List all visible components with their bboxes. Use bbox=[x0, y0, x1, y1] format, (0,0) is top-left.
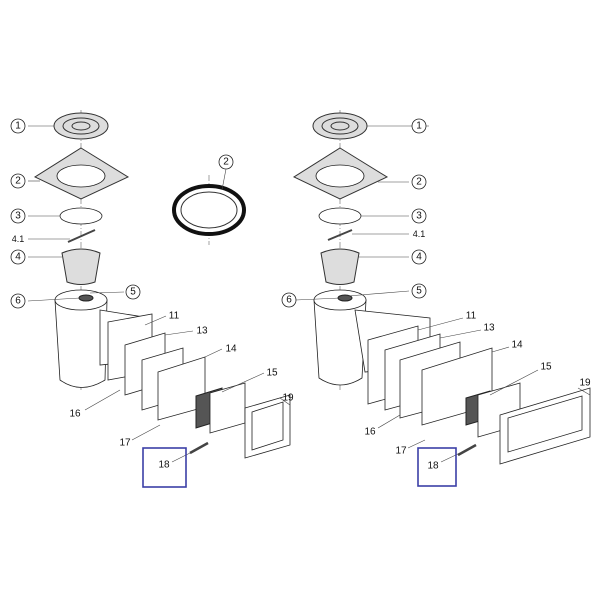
callout-16: 16 bbox=[69, 409, 81, 420]
callout-17: 17 bbox=[119, 438, 131, 449]
callout-6: 6 bbox=[10, 293, 26, 309]
callout-1: 1 bbox=[10, 118, 26, 134]
svg-text:1: 1 bbox=[15, 121, 21, 132]
right-callouts: 1 2 3 4.1 4 5 6 11 13 14 15 16 17 18 19 bbox=[281, 118, 591, 487]
callout-4-1: 4.1 bbox=[413, 229, 426, 239]
svg-text:6: 6 bbox=[15, 296, 21, 307]
svg-text:1: 1 bbox=[416, 121, 422, 132]
highlight-box-18 bbox=[142, 447, 187, 488]
part-1-cover bbox=[312, 112, 368, 140]
middle-ring-part-2: 2 bbox=[172, 154, 246, 245]
svg-text:5: 5 bbox=[416, 286, 422, 297]
callout-18: 18 bbox=[427, 461, 439, 472]
callout-15: 15 bbox=[266, 368, 278, 379]
callout-19: 19 bbox=[282, 393, 294, 404]
svg-text:4: 4 bbox=[15, 252, 21, 263]
callout-11: 11 bbox=[169, 311, 180, 322]
callout-14: 14 bbox=[511, 340, 523, 351]
callout-14: 14 bbox=[225, 344, 237, 355]
part-1-cover bbox=[53, 112, 109, 140]
part-4-basket bbox=[320, 248, 360, 285]
part-4-1-rod bbox=[67, 229, 96, 243]
part-5-cap bbox=[78, 294, 94, 302]
svg-text:4.1: 4.1 bbox=[413, 229, 426, 239]
part-3-disc bbox=[59, 207, 103, 225]
callout-2: 2 bbox=[10, 173, 26, 189]
svg-text:5: 5 bbox=[130, 287, 136, 298]
left-callouts: 1 2 3 4.1 4 5 6 11 13 14 15 16 17 18 19 bbox=[10, 118, 294, 488]
part-3-disc bbox=[318, 207, 362, 225]
callout-2: 2 bbox=[411, 174, 427, 190]
callout-19: 19 bbox=[579, 378, 591, 389]
highlight-box-18 bbox=[417, 447, 457, 487]
callout-4: 4 bbox=[10, 249, 26, 265]
part-4-basket bbox=[61, 248, 101, 285]
callout-18: 18 bbox=[158, 460, 170, 471]
svg-text:4.1: 4.1 bbox=[12, 234, 25, 244]
svg-text:3: 3 bbox=[15, 211, 21, 222]
callout-1: 1 bbox=[411, 118, 427, 134]
callout-13: 13 bbox=[196, 326, 208, 337]
callout-17: 17 bbox=[395, 446, 407, 457]
svg-text:6: 6 bbox=[286, 295, 292, 306]
callout-6: 6 bbox=[281, 292, 297, 308]
svg-text:4: 4 bbox=[416, 252, 422, 263]
callout-16: 16 bbox=[364, 427, 376, 438]
part-18-screw bbox=[189, 441, 209, 455]
callout-3: 3 bbox=[411, 208, 427, 224]
callout-4-1: 4.1 bbox=[12, 234, 25, 244]
right-assembly bbox=[292, 110, 591, 465]
callout-2-middle: 2 bbox=[223, 157, 229, 168]
callout-5: 5 bbox=[125, 284, 141, 300]
callout-11: 11 bbox=[466, 311, 477, 322]
callout-3: 3 bbox=[10, 208, 26, 224]
callout-15: 15 bbox=[540, 362, 552, 373]
svg-text:2: 2 bbox=[416, 177, 422, 188]
callout-4: 4 bbox=[411, 249, 427, 265]
svg-text:3: 3 bbox=[416, 211, 422, 222]
callout-5: 5 bbox=[411, 283, 427, 299]
callout-13: 13 bbox=[483, 323, 495, 334]
svg-text:2: 2 bbox=[15, 176, 21, 187]
left-assembly bbox=[27, 110, 291, 463]
